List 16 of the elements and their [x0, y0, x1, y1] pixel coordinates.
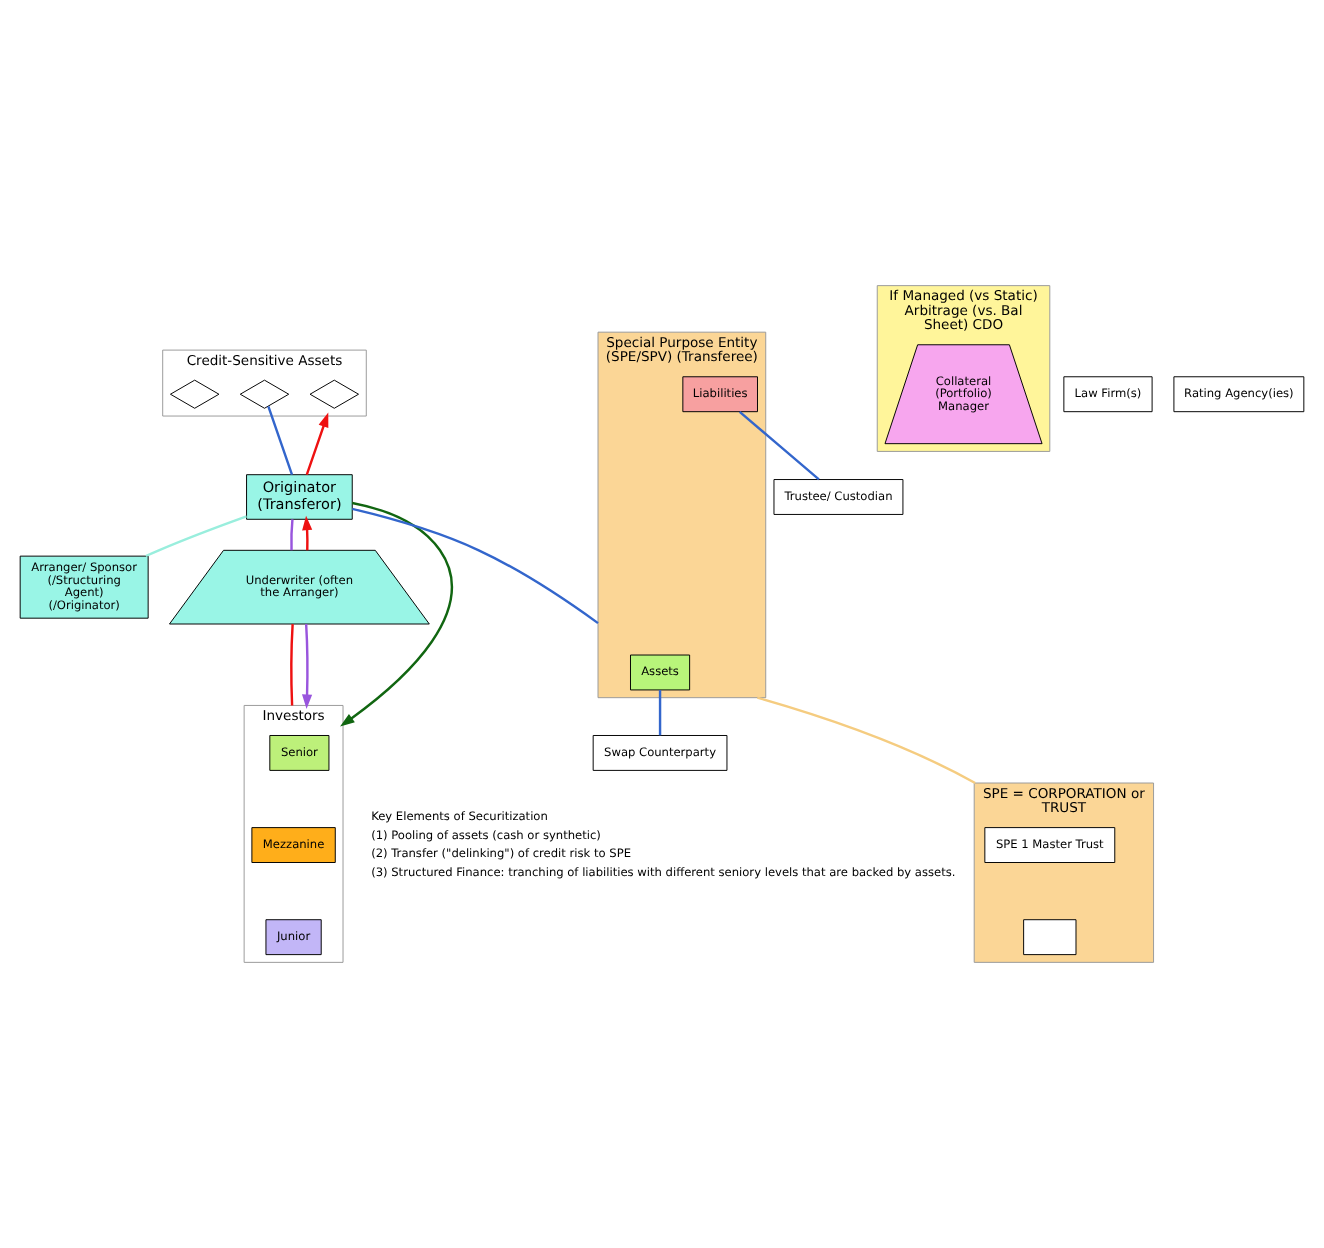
connector	[290, 519, 294, 551]
connector	[658, 690, 662, 736]
arrow	[302, 515, 313, 551]
arrow	[301, 624, 313, 710]
connector	[267, 405, 294, 475]
node-diamond	[239, 379, 290, 409]
arrow	[305, 412, 329, 475]
node-box	[1023, 919, 1077, 956]
connector	[738, 410, 820, 481]
connector	[352, 507, 599, 625]
node-diamond	[309, 379, 360, 409]
connector	[290, 624, 294, 706]
connector	[145, 515, 247, 558]
connector	[757, 696, 976, 785]
node-diamond	[169, 379, 220, 409]
arrow	[340, 501, 453, 727]
